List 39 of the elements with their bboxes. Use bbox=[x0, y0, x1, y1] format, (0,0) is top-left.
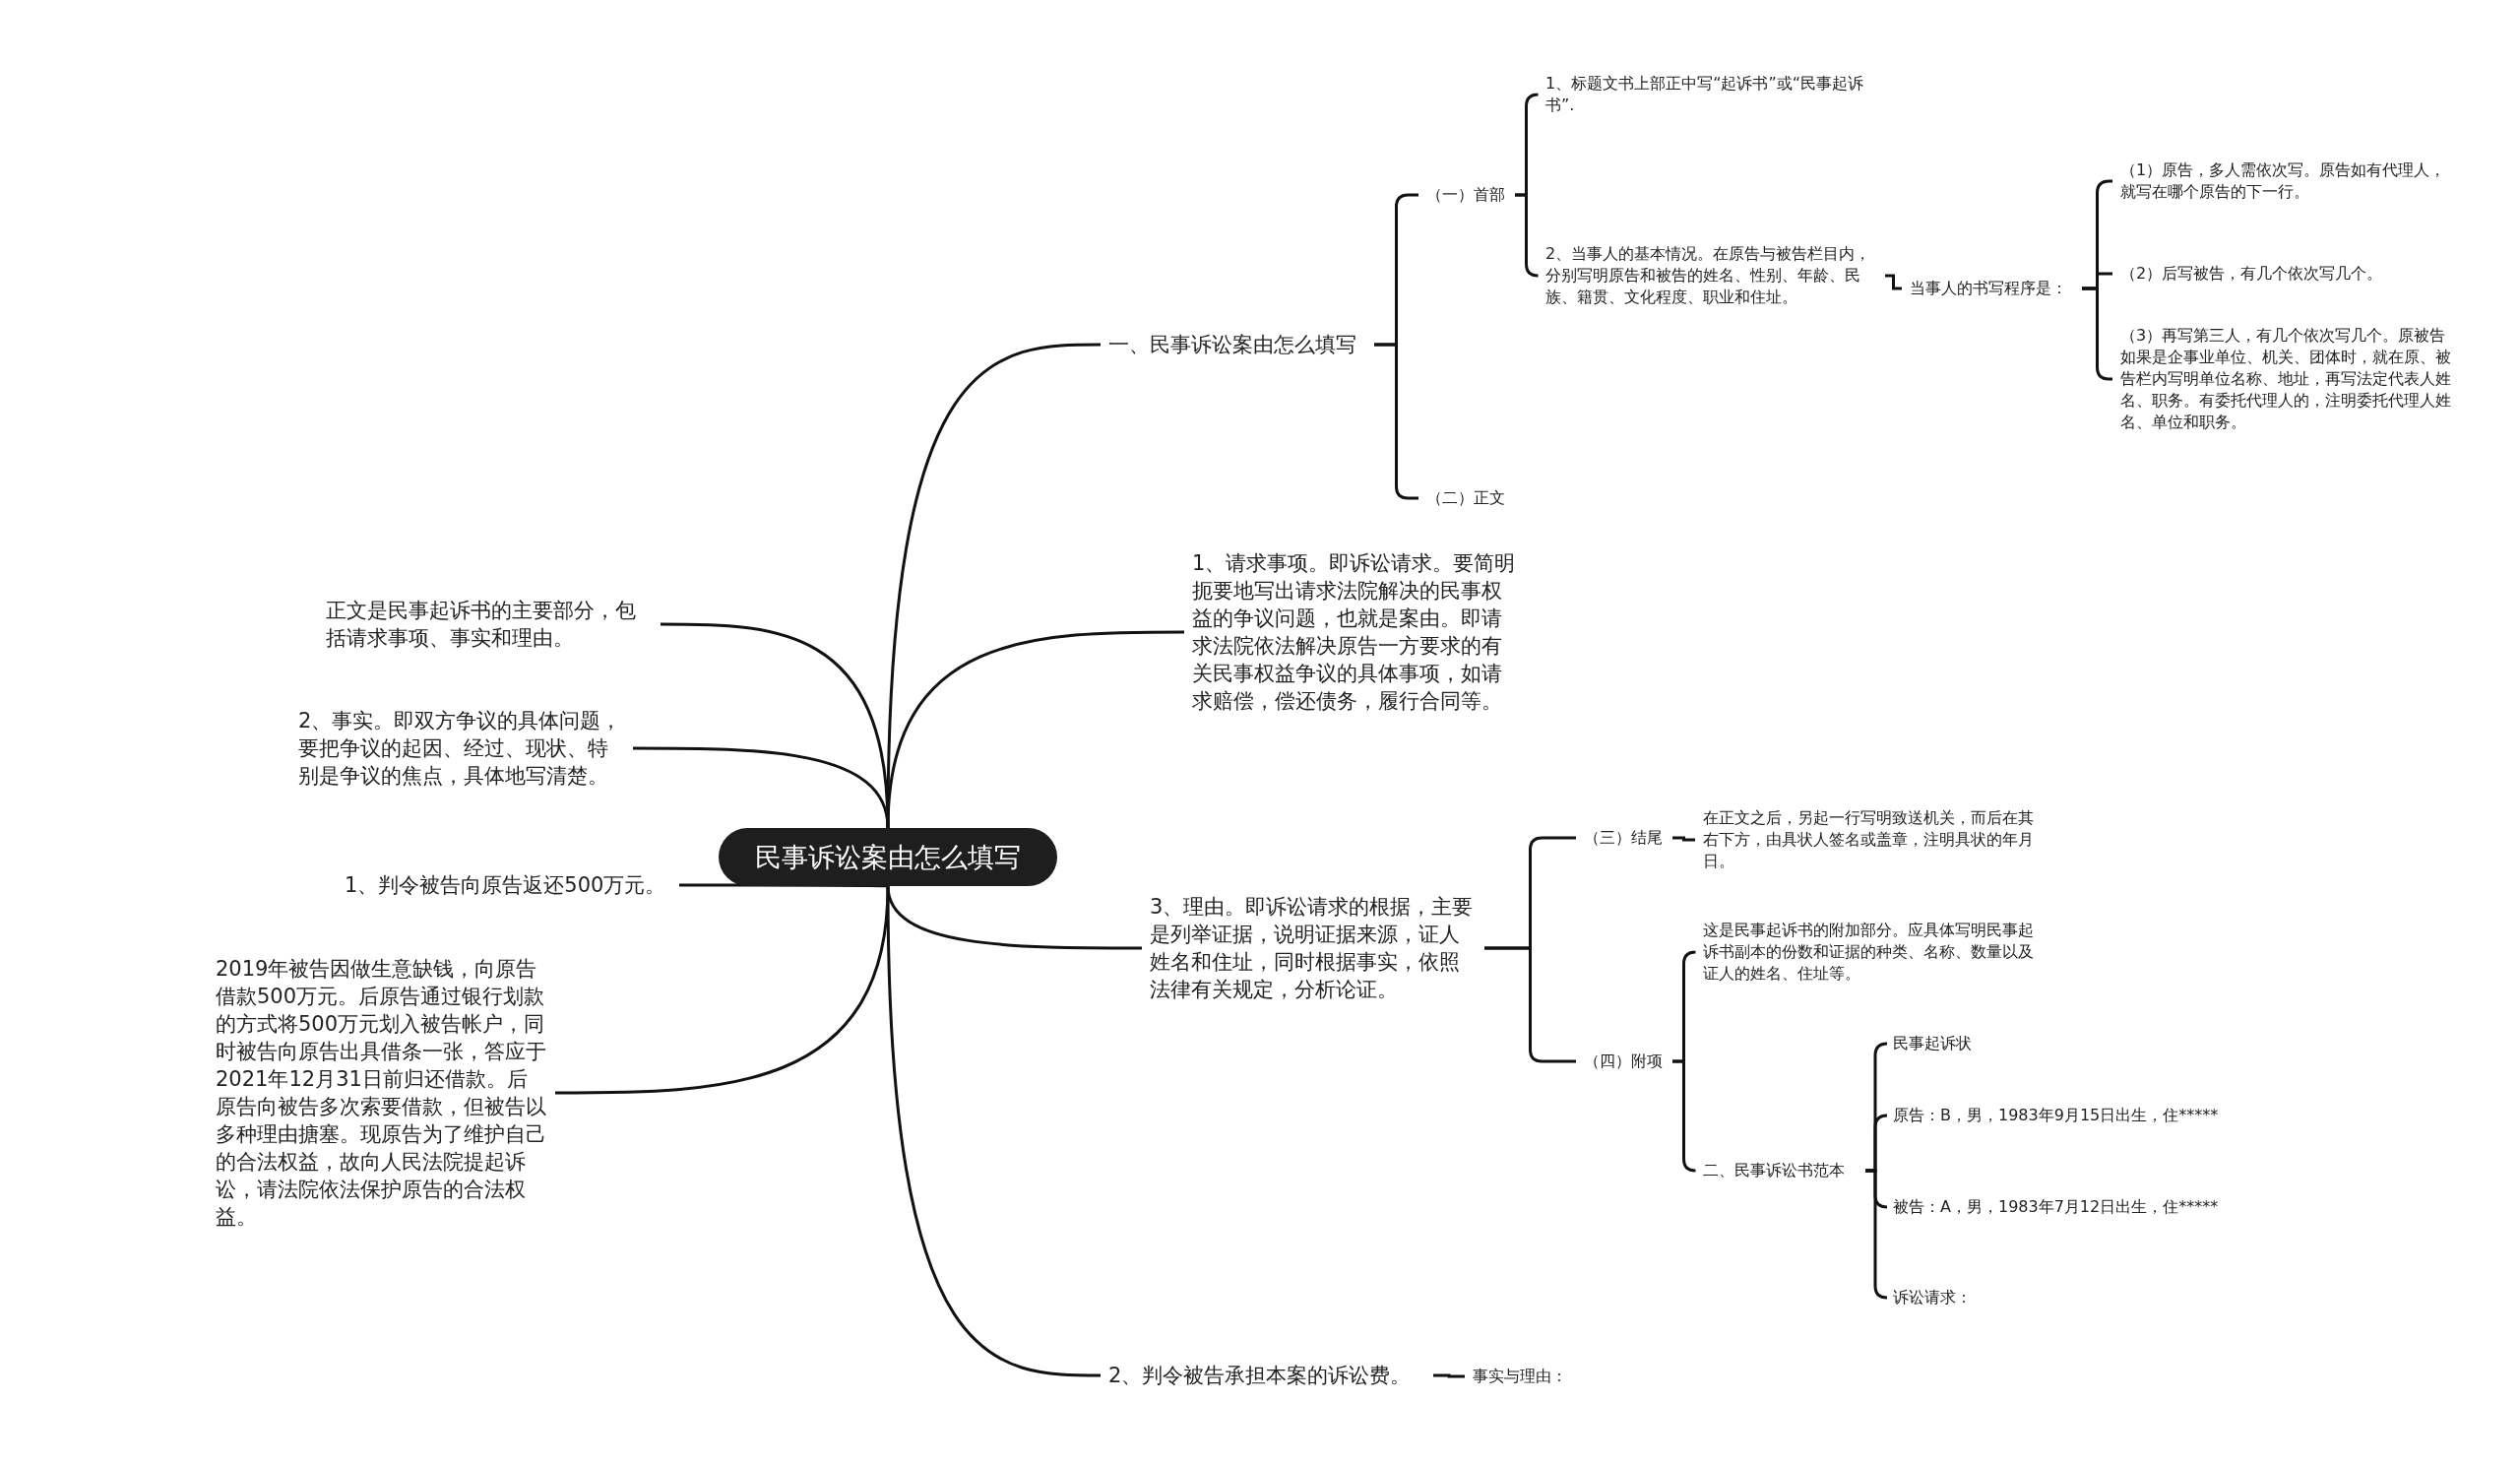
connector-line bbox=[1672, 1059, 1697, 1173]
connector-line bbox=[1433, 1373, 1465, 1378]
topic-text: （2）后写被告，有几个依次写几个。 bbox=[2116, 261, 2422, 287]
root-topic-box: 民事诉讼案由怎么填写 bbox=[719, 828, 1057, 886]
topic-text: 3、理由。即诉讼请求的根据，主要是列举证据，说明证据来源，证人姓名和住址，同时根据事实，依照法律有关规定，分析论证。 bbox=[1146, 891, 1480, 1005]
topic-text: 二、民事诉讼书范本 bbox=[1699, 1158, 1861, 1183]
connector-line bbox=[886, 885, 1101, 1377]
topic-text: （1）原告，多人需依次写。原告如有代理人，就写在哪个原告的下一行。 bbox=[2116, 158, 2456, 205]
topic-text: 事实与理由： bbox=[1469, 1364, 1587, 1389]
connector-line bbox=[1484, 946, 1576, 1063]
connector-line bbox=[555, 885, 890, 1095]
topic-text: 2、事实。即双方争议的具体问题，要把争议的起因、经过、现状、特别是争议的焦点，具体地写清楚。 bbox=[294, 705, 629, 792]
topic-text: 这是民事起诉书的附加部分。应具体写明民事起诉书副本的份数和证据的种类、名称、数量以及证人的姓名、住址等。 bbox=[1699, 918, 2039, 987]
connector-line bbox=[633, 746, 890, 829]
topic-text: 诉讼请求： bbox=[1889, 1285, 1997, 1310]
connector-line bbox=[679, 883, 889, 888]
connector-line bbox=[886, 630, 1184, 829]
connector-line bbox=[1672, 836, 1695, 842]
connector-line bbox=[1865, 1169, 1889, 1300]
topic-text: 1、请求事项。即诉讼请求。要简明扼要地写出请求法院解决的民事权益的争议问题，也就是案由。即请求法院依法解决原告一方要求的有关民事权益争议的具体事项，如请求赔偿，偿还债务，履行合同等。 bbox=[1188, 547, 1523, 717]
topic-text: （二）正文 bbox=[1422, 485, 1511, 511]
topic-text: 2、判令被告承担本案的诉讼费。 bbox=[1104, 1360, 1429, 1391]
topic-text: 2、当事人的基本情况。在原告与被告栏目内，分别写明原告和被告的姓名、性别、年龄、民族、籍贯、文化程度、职业和住址。 bbox=[1542, 241, 1881, 310]
topic-text: 2019年被告因做生意缺钱，向原告借款500万元。后原告通过银行划款的方式将500万元划入被告帐户，同时被告向原告出具借条一张，答应于2021年12月31日前归还借款。后原告向被告多次索要借款，但被告以多种理由搪塞。现原告为了维护自己的合法权益，故向人民法院提起诉讼，请法院依法保护原告的合法权益。 bbox=[212, 953, 551, 1233]
topic-text: 原告：B，男，1983年9月15日出生，住***** bbox=[1889, 1103, 2283, 1128]
connector-line bbox=[1515, 193, 1540, 278]
topic-text: 正文是民事起诉书的主要部分，包括请求事项、事实和理由。 bbox=[322, 595, 657, 654]
topic-text: 当事人的书写程序是： bbox=[1906, 276, 2078, 301]
topic-text: 1、标题文书上部正中写“起诉书”或“民事起诉书”. bbox=[1542, 71, 1881, 118]
topic-text: 1、判令被告向原告返还500万元。 bbox=[341, 869, 675, 901]
topic-text: （一）首部 bbox=[1422, 182, 1511, 208]
topic-text: 民事起诉状 bbox=[1889, 1031, 1997, 1056]
topic-text: 在正文之后，另起一行写明致送机关，而后在其右下方，由具状人签名或盖章，注明具状的年月日。 bbox=[1699, 805, 2039, 874]
topic-text: （3）再写第三人，有几个依次写几个。原被告如果是企事业单位、机关、团体时，就在原、被告栏内写明单位名称、地址，再写法定代表人姓名、职务。有委托代理人的，注明委托代理人姓名、单位和职务。 bbox=[2116, 323, 2456, 435]
connector-line bbox=[1885, 274, 1902, 290]
topic-text: （三）结尾 bbox=[1580, 825, 1669, 851]
topic-text: 一、民事诉讼案由怎么填写 bbox=[1104, 329, 1370, 360]
topic-text: 被告：A，男，1983年7月12日出生，住***** bbox=[1889, 1194, 2283, 1220]
topic-text: （四）附项 bbox=[1580, 1049, 1669, 1074]
